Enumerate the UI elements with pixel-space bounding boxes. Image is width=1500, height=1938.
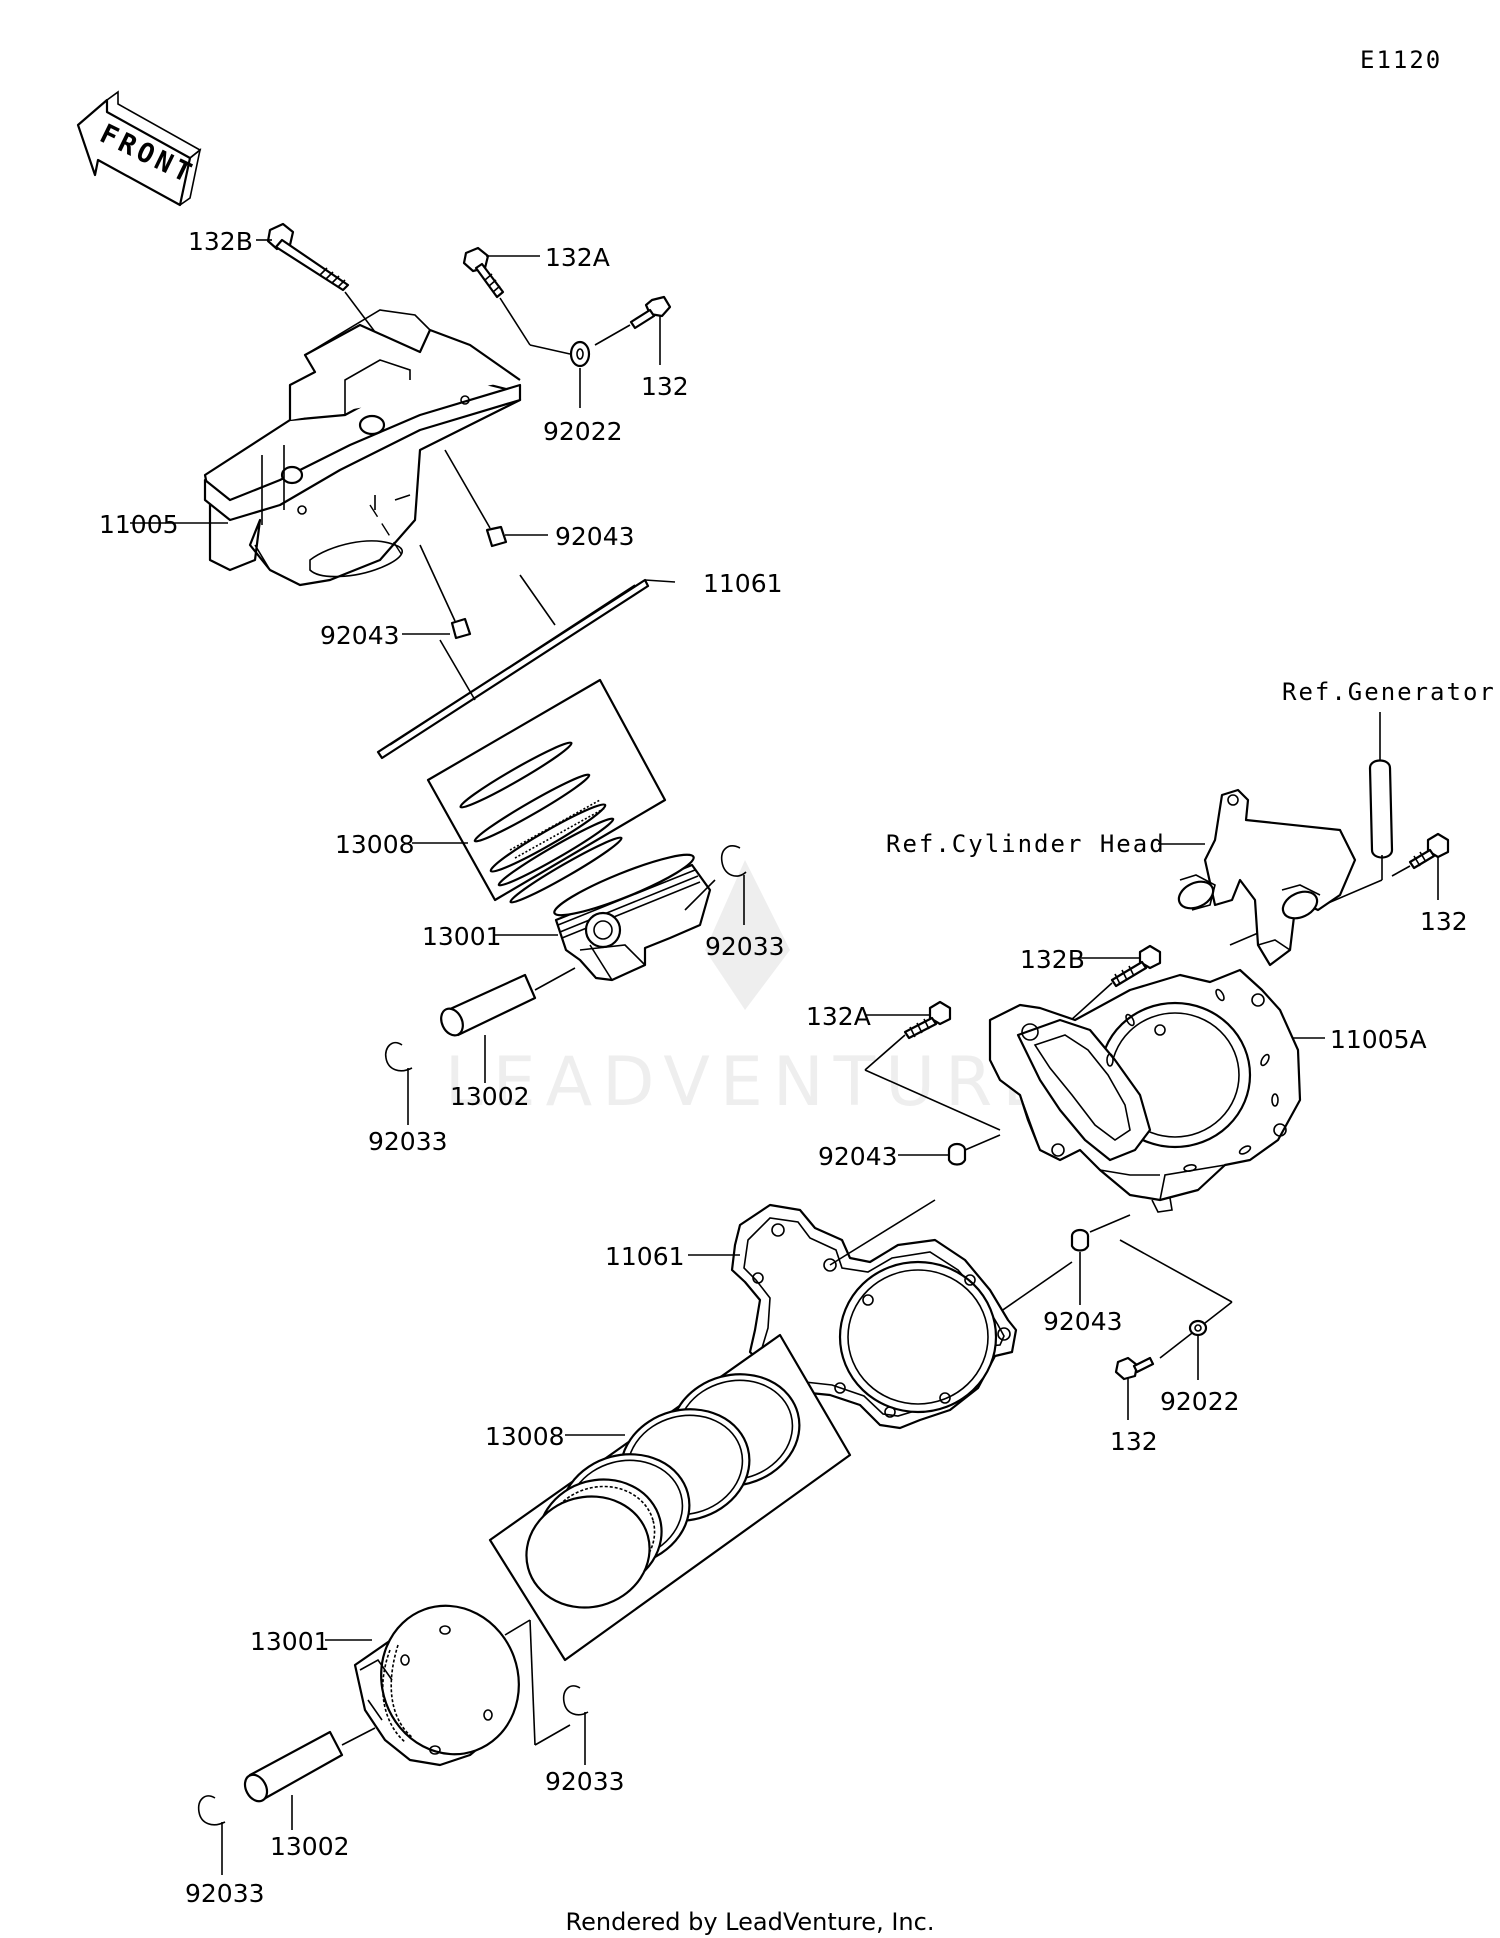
bolt-132B-right xyxy=(1110,944,1162,988)
bolt-132B xyxy=(266,222,350,292)
label-132B: 132B xyxy=(188,227,253,256)
watermark-text: LEADVENTURE xyxy=(445,1043,1055,1122)
label-11061-top: 11061 xyxy=(703,569,783,598)
label-132-top: 132 xyxy=(641,372,689,401)
circlip-92033-d xyxy=(197,1795,226,1826)
bolt-132-right-bottom xyxy=(1114,1356,1155,1381)
label-11061-right: 11061 xyxy=(605,1242,685,1271)
ref-generator-label: Ref.Generator xyxy=(1282,678,1496,706)
gasket-11061 xyxy=(376,578,650,760)
washer-92022-right xyxy=(1188,1319,1208,1337)
circlip-92033-c xyxy=(562,1685,589,1716)
circlip-92033-b xyxy=(384,1041,413,1072)
label-92033-bottom-b: 92033 xyxy=(185,1879,265,1908)
label-92033-top-b: 92033 xyxy=(368,1127,448,1156)
dowel-pin-92043-right-b xyxy=(1070,1228,1090,1252)
ring-set-13008-right xyxy=(488,1333,852,1662)
label-13002-top: 13002 xyxy=(450,1082,530,1111)
cylinder-11005A xyxy=(988,968,1302,1213)
piston-pin-13002 xyxy=(440,973,537,1037)
piston-pin-13002-bottom xyxy=(243,1730,344,1803)
piston-13001 xyxy=(553,853,712,982)
dowel-pin-92043-right-a xyxy=(947,1142,967,1166)
label-92043-right-b: 92043 xyxy=(1043,1307,1123,1336)
label-92022-top: 92022 xyxy=(543,417,623,446)
label-92043-right-a: 92043 xyxy=(818,1142,898,1171)
label-92043-top-b: 92043 xyxy=(320,621,400,650)
label-132A: 132A xyxy=(545,243,610,272)
label-13001-top: 13001 xyxy=(422,922,502,951)
label-92033-top-a: 92033 xyxy=(705,932,785,961)
label-13001-bottom: 13001 xyxy=(250,1627,330,1656)
label-13002-bottom: 13002 xyxy=(270,1832,350,1861)
cylinder-head-ref xyxy=(1177,788,1357,967)
label-132-right-bottom: 132 xyxy=(1110,1427,1158,1456)
label-13008-top: 13008 xyxy=(335,830,415,859)
label-11005: 11005 xyxy=(99,510,179,539)
bolt-132A xyxy=(462,246,505,299)
label-92043-top-a: 92043 xyxy=(555,522,635,551)
bolt-132A-right xyxy=(903,1000,952,1040)
piston-13001-bottom xyxy=(353,1604,520,1767)
label-13008-right: 13008 xyxy=(485,1422,565,1451)
bolt-132 xyxy=(629,295,672,330)
label-132A-right: 132A xyxy=(806,1002,871,1031)
circlip-92033-a xyxy=(720,845,747,877)
label-92033-bottom-a: 92033 xyxy=(545,1767,625,1796)
cylinder-11005 xyxy=(203,309,522,587)
diagram-code: E1120 xyxy=(1360,46,1442,74)
dowel-pin-92043-b xyxy=(450,617,472,640)
ring-set-13008 xyxy=(426,678,667,904)
label-11005A: 11005A xyxy=(1330,1025,1427,1054)
footer-credit: Rendered by LeadVenture, Inc. xyxy=(566,1908,935,1936)
label-132-right: 132 xyxy=(1420,907,1468,936)
front-arrow-icon: FRONT xyxy=(76,90,202,207)
dowel-pin-92043-a xyxy=(485,525,508,548)
bolt-132-right xyxy=(1408,832,1450,870)
washer-92022 xyxy=(569,340,591,368)
label-92022-right: 92022 xyxy=(1160,1387,1240,1416)
label-132B-right: 132B xyxy=(1020,945,1085,974)
watermark: LEADVENTURE xyxy=(445,860,1055,1122)
generator-rod xyxy=(1368,759,1394,859)
ref-cylinder-head-label: Ref.Cylinder Head xyxy=(886,830,1166,858)
